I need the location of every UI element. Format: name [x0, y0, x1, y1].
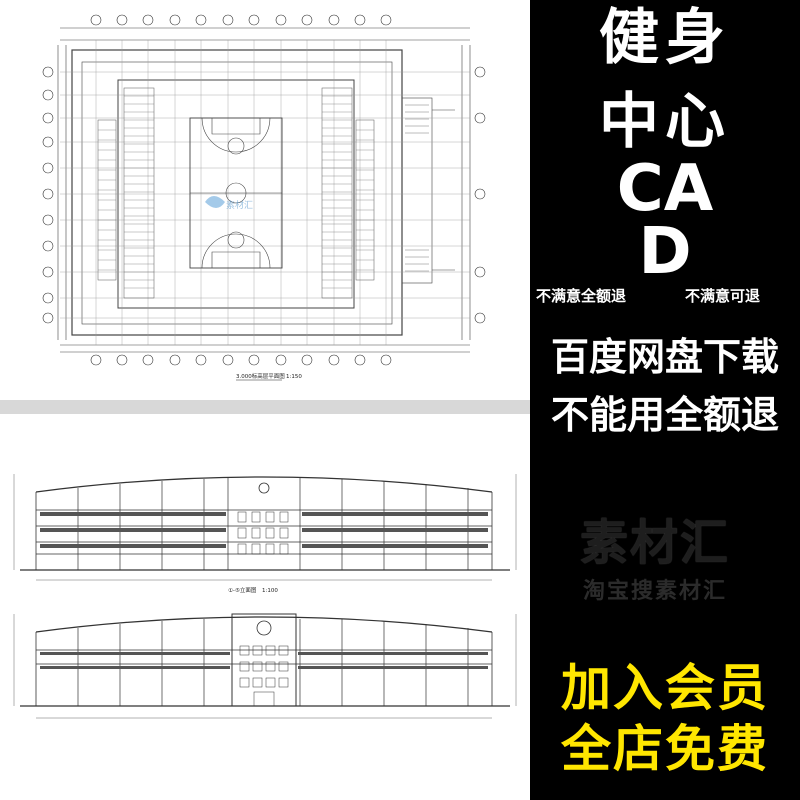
elevation-scale: 1:100 [262, 588, 278, 594]
guarantee-refundable: 不满意可退 [685, 287, 761, 305]
elevation-caption: ①-⑤立面图 [228, 586, 257, 594]
refund-notice: 不能用全额退 [550, 393, 779, 437]
panel-divider [0, 400, 530, 414]
watermark-subtitle: 淘宝搜素材汇 [582, 579, 727, 604]
guarantee-full-refund: 不满意全额退 [536, 287, 627, 305]
plan-caption: 3.000标高层平面图 [236, 372, 285, 380]
headline-line-2: 中心 [599, 87, 731, 157]
watermark-overlay-text: 素材汇 [226, 199, 253, 211]
watermark-title: 素材汇 [579, 515, 730, 571]
headline-line-1: 健身 [599, 3, 731, 73]
floor-plan-panel: 素材汇 3.000标高层平面图 1:150 [0, 0, 530, 400]
headline-line-3: CA [616, 152, 714, 226]
elevation-drawing: ①-⑤立面图 1:100 [13, 474, 517, 719]
promo-join-member: 加入会员 [561, 659, 769, 717]
download-notice: 百度网盘下载 [550, 335, 779, 379]
watermark-logo: 素材汇 [205, 196, 253, 211]
elevation-panel: ①-⑤立面图 1:100 [0, 414, 530, 800]
promo-free-store: 全店免费 [561, 720, 769, 778]
headline-line-4: D [638, 215, 692, 289]
plan-scale: 1:150 [286, 374, 302, 380]
floor-plan-drawing: 素材汇 3.000标高层平面图 1:150 [42, 14, 486, 381]
